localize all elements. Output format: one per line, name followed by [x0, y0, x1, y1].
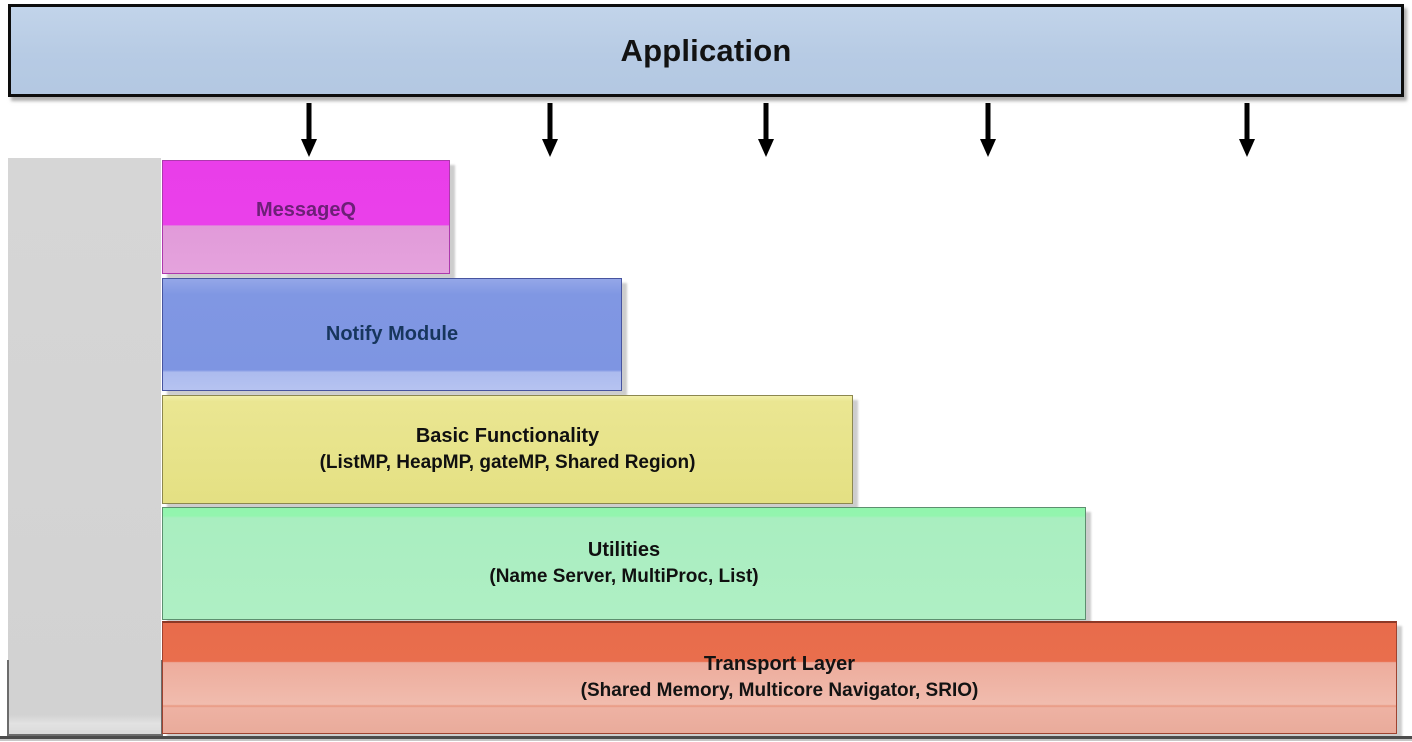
left-gray-bar [8, 158, 161, 735]
layer-utilities: Utilities (Name Server, MultiProc, List) [162, 507, 1086, 620]
arrow-head [1239, 139, 1255, 157]
arrow-shaft [763, 103, 769, 140]
arrow-shaft [547, 103, 553, 140]
arrow-shaft [1244, 103, 1250, 140]
arrow-down-icon [1238, 103, 1256, 158]
arrow-down-icon [757, 103, 775, 158]
layer-subtitle: (Shared Memory, Multicore Navigator, SRI… [580, 680, 979, 702]
layer-subtitle: (Name Server, MultiProc, List) [489, 565, 759, 587]
layer-basic-functionality: Basic Functionality (ListMP, HeapMP, gat… [162, 395, 853, 504]
application-box: Application [8, 4, 1404, 97]
layer-messageq: MessageQ [162, 160, 450, 274]
layer-transport-layer: Transport Layer (Shared Memory, Multicor… [162, 621, 1397, 734]
layer-title: Basic Functionality [415, 424, 600, 447]
arrow-head [301, 139, 317, 157]
layer-title: Utilities [587, 538, 661, 561]
layer-title: Notify Module [325, 323, 459, 345]
arrow-shaft [985, 103, 991, 140]
arrow-down-icon [300, 103, 318, 158]
bottom-divider-highlight [0, 739, 1412, 741]
arrow-head [980, 139, 996, 157]
application-title: Application [620, 32, 792, 68]
arrow-down-icon [541, 103, 559, 158]
layer-title: Transport Layer [703, 653, 856, 676]
arrow-head [758, 139, 774, 157]
arrow-head [542, 139, 558, 157]
arrow-shaft [306, 103, 312, 140]
arrow-down-icon [979, 103, 997, 158]
layer-title: MessageQ [255, 198, 357, 221]
bottom-divider [0, 736, 1412, 739]
layer-notify-module: Notify Module [162, 278, 622, 391]
layer-subtitle: (ListMP, HeapMP, gateMP, Shared Region) [319, 451, 696, 473]
